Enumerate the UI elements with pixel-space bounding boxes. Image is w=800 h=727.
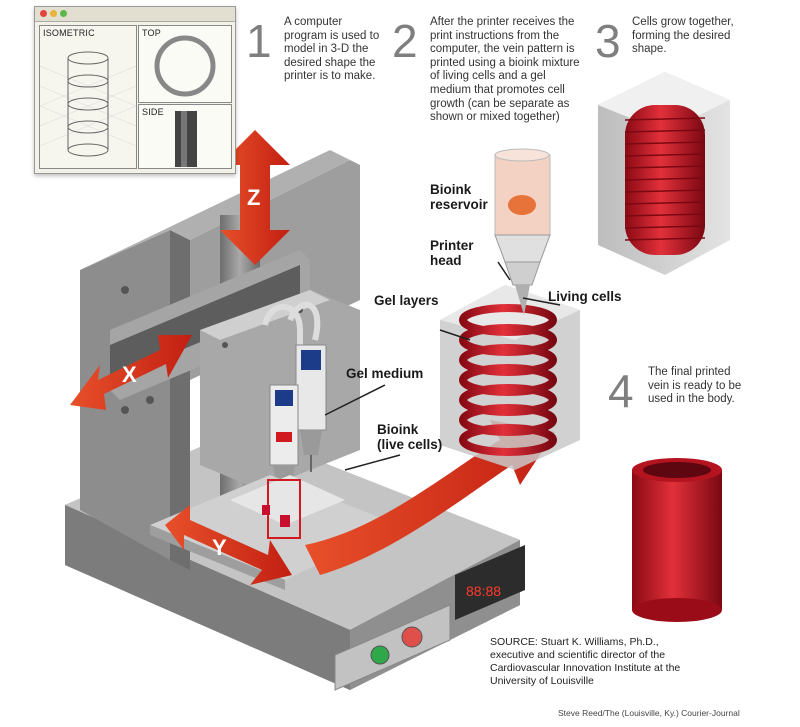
callout-living-cells: Living cells <box>548 289 622 304</box>
bioink-reservoir <box>494 148 551 315</box>
callout-printer-head-line1: Printer <box>430 238 474 253</box>
grown-cells-cube <box>598 72 730 275</box>
x-axis-arrow <box>70 335 192 410</box>
callout-gel-layers: Gel layers <box>374 293 439 308</box>
callout-gel-medium: Gel medium <box>346 366 424 381</box>
callout-bioink-live-line2: (live cells) <box>377 437 443 452</box>
maximize-icon[interactable] <box>60 10 67 17</box>
source-line-1: SOURCE: Stuart K. Williams, Ph.D., <box>490 636 659 648</box>
callout-printer-head: Printer head <box>430 238 474 268</box>
source-line-2: executive and scientific director of the <box>490 649 666 661</box>
source-line-4: University of Louisville <box>490 675 594 687</box>
credit-line: Steve Reed/The (Louisville, Ky.) Courier… <box>558 708 740 718</box>
step-3-text: Cells grow together, forming the desired… <box>632 16 734 56</box>
callout-printer-head-line2: head <box>430 253 462 268</box>
callout-bioink-reservoir: Bioink reservoir <box>430 182 488 212</box>
y-axis-arrow <box>165 505 292 585</box>
side-panel-title: SIDE <box>142 107 164 117</box>
callout-bioink-reservoir-line1: Bioink <box>430 182 472 197</box>
close-icon[interactable] <box>40 10 47 17</box>
display-readout: 88:88 <box>466 583 501 599</box>
y-axis-label: Y <box>212 535 227 560</box>
window-titlebar <box>35 7 235 22</box>
step-2-number: 2 <box>392 15 418 67</box>
callout-bioink-reservoir-line2: reservoir <box>430 197 488 212</box>
step-1-text: A computer program is used to model in 3… <box>284 16 380 83</box>
step-3-number: 3 <box>595 15 621 67</box>
isometric-model <box>39 51 137 157</box>
step-4-number: 4 <box>608 365 634 417</box>
callout-bioink-live: Bioink (live cells) <box>377 422 442 452</box>
step-2-text: After the printer receives the print ins… <box>430 16 580 124</box>
isometric-panel-title: ISOMETRIC <box>43 28 95 38</box>
top-panel[interactable]: TOP <box>138 25 232 103</box>
final-vein <box>632 458 722 622</box>
source-line-3: Cardiovascular Innovation Institute at t… <box>490 662 681 674</box>
x-axis-label: X <box>122 362 137 387</box>
software-window: ISOMETRIC TOP SIDE <box>34 6 236 174</box>
control-panel <box>334 545 525 691</box>
top-panel-title: TOP <box>142 28 161 38</box>
z-axis-arrow <box>220 130 290 265</box>
z-axis-label: Z <box>247 185 260 210</box>
step-1-number: 1 <box>246 15 272 67</box>
callout-bioink-live-line1: Bioink <box>377 422 419 437</box>
source-note: SOURCE: Stuart K. Williams, Ph.D., execu… <box>490 636 690 688</box>
side-panel[interactable]: SIDE <box>138 104 232 169</box>
step-4-text: The final printed vein is ready to be us… <box>648 366 742 406</box>
minimize-icon[interactable] <box>50 10 57 17</box>
isometric-panel[interactable]: ISOMETRIC <box>39 25 137 169</box>
side-view-tube <box>175 111 197 167</box>
top-view-ring <box>154 35 216 97</box>
gel-cube-with-coil <box>440 285 580 470</box>
